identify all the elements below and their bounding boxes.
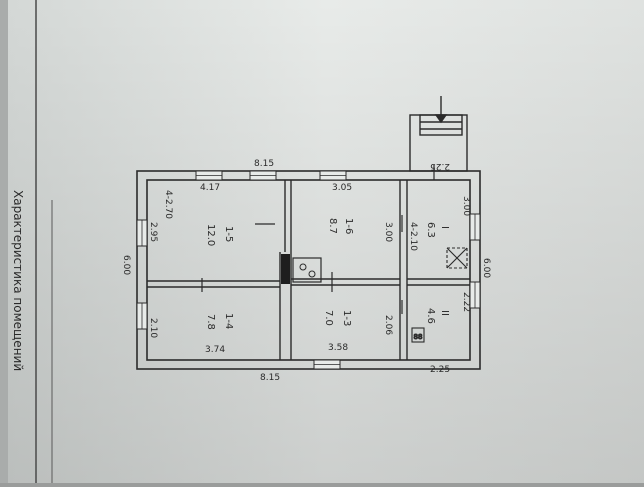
dim-right-height: 6.00 bbox=[481, 258, 491, 278]
room-height: 4-2.70 bbox=[163, 190, 173, 219]
room-I: I 6.3 bbox=[425, 222, 450, 238]
room-1-4: 1-4 7.8 bbox=[205, 313, 234, 330]
room-1-3: 1-3 7.0 bbox=[323, 310, 352, 326]
dim-bottom-total: 8.15 bbox=[260, 373, 280, 383]
dim-left-height: 6.00 bbox=[121, 255, 131, 275]
dim-top-total: 8.15 bbox=[254, 159, 274, 169]
dim-room3-right: 2.06 bbox=[383, 315, 393, 335]
dim-room1-top: 4.17 bbox=[200, 183, 220, 193]
room-id: 1-6 bbox=[343, 218, 354, 234]
dim-room2-top-wall: 3.00 bbox=[461, 196, 471, 216]
porch bbox=[409, 96, 468, 172]
room-labels: 4-2.70 1-5 12.0 1-6 8.7 1-4 7.8 1-3 7.0 … bbox=[163, 190, 450, 330]
room-id: 1-3 bbox=[341, 310, 352, 326]
room-id: I bbox=[439, 226, 450, 229]
room-area: 8.7 bbox=[327, 218, 338, 234]
dimension-labels: 8.15 8.15 6.00 6.00 2.25 2.25 4.17 2.95 … bbox=[121, 159, 491, 383]
stove-icon bbox=[281, 254, 322, 284]
dim-room4-left: 2.10 bbox=[148, 318, 158, 338]
room-1-5: 4-2.70 1-5 12.0 bbox=[163, 190, 234, 246]
dim-room4-bottom: 3.74 bbox=[205, 345, 225, 355]
room-area: 12.0 bbox=[205, 224, 216, 246]
header-text: Характеристика помещений bbox=[11, 190, 25, 371]
meter-icon: 88 bbox=[411, 327, 425, 343]
dim-bottom-annex: 2.25 bbox=[430, 365, 450, 375]
room-id: II bbox=[439, 310, 450, 316]
window-lines bbox=[141, 175, 476, 365]
door-marks bbox=[201, 165, 435, 314]
paper-shadow bbox=[8, 0, 644, 483]
room-area: 7.8 bbox=[205, 314, 216, 330]
room-area: 4.6 bbox=[425, 308, 436, 324]
dim-room6-top: 3.05 bbox=[332, 183, 352, 193]
boiler-icon bbox=[446, 247, 468, 269]
room-id: 1-4 bbox=[223, 313, 234, 329]
room-1-6: 1-6 8.7 bbox=[327, 218, 354, 234]
room-II: II 4.6 bbox=[425, 308, 450, 324]
interior-walls bbox=[147, 180, 470, 360]
dim-room3-bottom: 3.58 bbox=[328, 343, 348, 353]
svg-text:88: 88 bbox=[414, 333, 423, 341]
room-area: 6.3 bbox=[425, 222, 436, 238]
room-id: 1-5 bbox=[223, 226, 234, 242]
dim-room2-left: 4-2.10 bbox=[408, 222, 418, 251]
dim-room1-left: 2.95 bbox=[148, 222, 158, 242]
room-area: 7.0 bbox=[323, 310, 334, 326]
dim-top-annex: 2.25 bbox=[430, 161, 450, 171]
dim-annex-lower-right: 2.22 bbox=[461, 292, 471, 312]
dim-room6-right: 3.00 bbox=[383, 222, 393, 242]
outer-walls bbox=[136, 170, 481, 370]
